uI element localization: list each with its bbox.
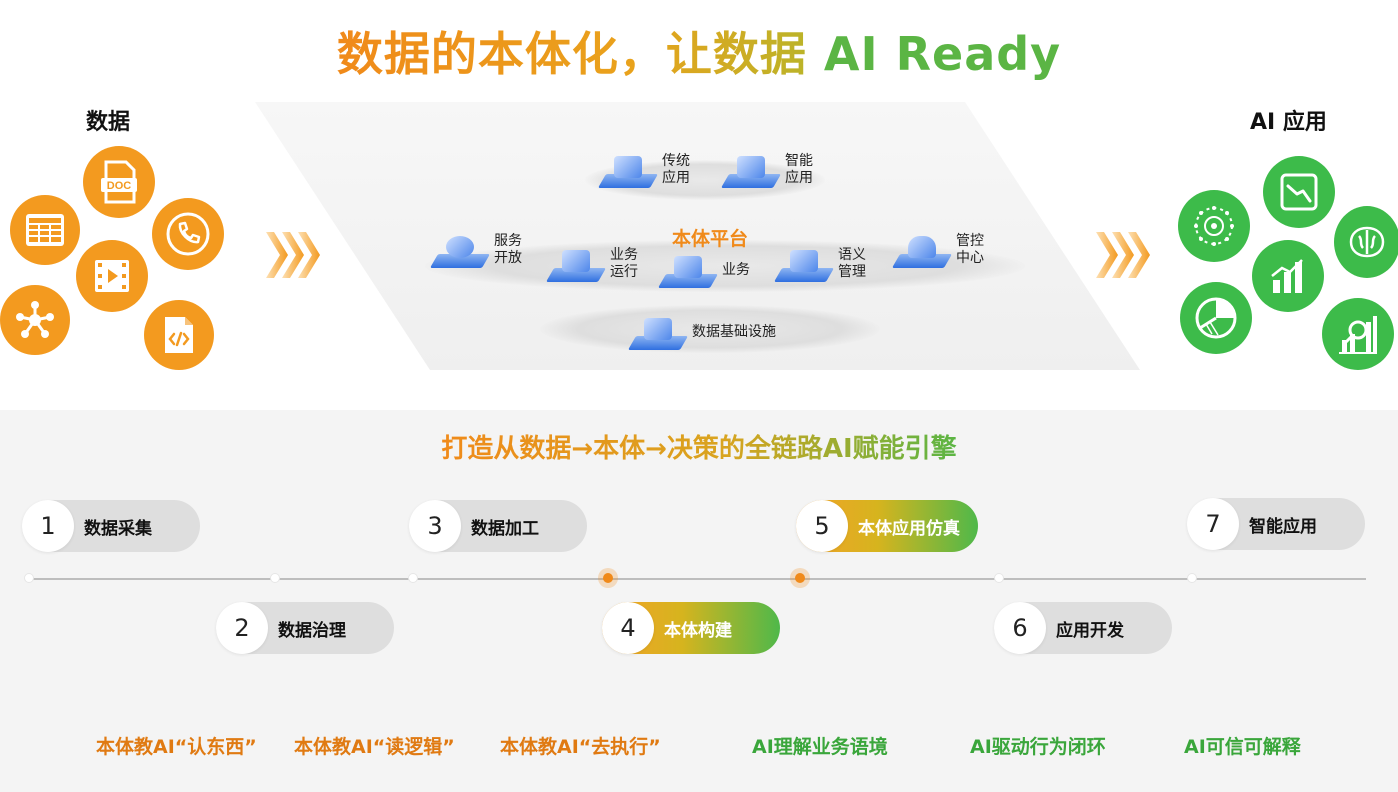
- server-icon: [597, 152, 659, 188]
- title-en: AI Ready: [823, 27, 1062, 81]
- step-number: 6: [994, 602, 1046, 654]
- cloud-icon: [891, 232, 953, 268]
- database-icon: [627, 314, 689, 350]
- network-icon: [0, 285, 70, 355]
- step-number: 4: [602, 602, 654, 654]
- line-chart-icon: [1263, 156, 1335, 228]
- search-chart-icon: [1322, 298, 1394, 370]
- step-5: 5 本体应用仿真: [796, 500, 978, 552]
- process-subtitle: 打造从数据→本体→决策的全链路AI赋能引擎: [441, 434, 957, 464]
- timeline-dot-active: [795, 573, 805, 583]
- video-icon: [76, 240, 148, 312]
- phone-icon: [152, 198, 224, 270]
- infra-layer-ellipse: [540, 305, 880, 353]
- node-business-run: 业务 运行: [545, 246, 638, 282]
- node-label: 业务: [722, 261, 750, 278]
- node-data-infra: 数据基础设施: [627, 314, 776, 350]
- orchestration-panel: [255, 102, 1140, 370]
- step-name: 应用开发: [1056, 620, 1124, 641]
- node-semantic-mgmt: 语义 管理: [773, 246, 866, 282]
- node-traditional-app: 传统 应用: [597, 152, 690, 188]
- step-number: 5: [796, 500, 848, 552]
- table-icon: [10, 195, 80, 265]
- step-3: 3 数据加工: [409, 500, 587, 552]
- node-smart-app: 智能 应用: [720, 152, 813, 188]
- step-2: 2 数据治理: [216, 602, 394, 654]
- step-name: 数据采集: [84, 518, 152, 539]
- pie-chart-icon: [1180, 282, 1252, 354]
- node-label: 管控 中心: [956, 233, 984, 266]
- flow-arrow-left: [266, 232, 320, 278]
- timeline-dot: [1187, 573, 1197, 583]
- caption-execute: 本体教AI“去执行”: [500, 736, 661, 758]
- platform-title: 本体平台: [672, 228, 749, 250]
- node-business: 业务: [657, 252, 750, 288]
- node-label: 智能 应用: [785, 153, 813, 186]
- step-name: 数据加工: [471, 518, 539, 539]
- node-label: 传统 应用: [662, 153, 690, 186]
- timeline-line: [28, 578, 1366, 580]
- page-title: 数据的本体化，让数据 AI Ready: [0, 18, 1398, 84]
- node-label: 数据基础设施: [692, 323, 776, 340]
- node-label: 服务 开放: [494, 233, 522, 266]
- node-control-center: 管控 中心: [891, 232, 984, 268]
- server-icon: [720, 152, 782, 188]
- globe-icon: [429, 232, 491, 268]
- chart-icon: [545, 246, 607, 282]
- caption-closed-loop: AI驱动行为闭环: [970, 736, 1106, 758]
- node-label: 业务 运行: [610, 247, 638, 280]
- title-cn: 数据的本体化，让数据: [336, 27, 824, 81]
- step-6: 6 应用开发: [994, 602, 1172, 654]
- step-4: 4 本体构建: [602, 602, 780, 654]
- svg-text:DOC: DOC: [107, 180, 132, 192]
- node-service-open: 服务 开放: [429, 232, 522, 268]
- header-ai-app: AI 应用: [1250, 110, 1327, 135]
- bar-chart-icon: [1252, 240, 1324, 312]
- code-icon: [144, 300, 214, 370]
- timeline-dot: [408, 573, 418, 583]
- step-name: 本体构建: [664, 620, 732, 641]
- header-data: 数据: [86, 110, 131, 135]
- doc-icon: DOC: [83, 146, 155, 218]
- process-panel: [0, 410, 1398, 792]
- caption-context: AI理解业务语境: [752, 736, 888, 758]
- step-number: 7: [1187, 498, 1239, 550]
- step-name: 智能应用: [1249, 516, 1317, 537]
- neural-icon: [1178, 190, 1250, 262]
- step-1: 1 数据采集: [22, 500, 200, 552]
- timeline-dot: [994, 573, 1004, 583]
- timeline-dot-active: [603, 573, 613, 583]
- timeline-dot: [24, 573, 34, 583]
- caption-explainable: AI可信可解释: [1184, 736, 1301, 758]
- cube-icon: [657, 252, 719, 288]
- step-number: 3: [409, 500, 461, 552]
- brain-icon: [1334, 206, 1398, 278]
- step-name: 本体应用仿真: [858, 518, 960, 539]
- timeline-dot: [270, 573, 280, 583]
- blocks-icon: [773, 246, 835, 282]
- step-7: 7 智能应用: [1187, 498, 1365, 550]
- caption-recognize: 本体教AI“认东西”: [96, 736, 257, 758]
- flow-arrow-right: [1096, 232, 1150, 278]
- caption-logic: 本体教AI“读逻辑”: [294, 736, 455, 758]
- step-number: 1: [22, 500, 74, 552]
- step-number: 2: [216, 602, 268, 654]
- node-label: 语义 管理: [838, 247, 866, 280]
- step-name: 数据治理: [278, 620, 346, 641]
